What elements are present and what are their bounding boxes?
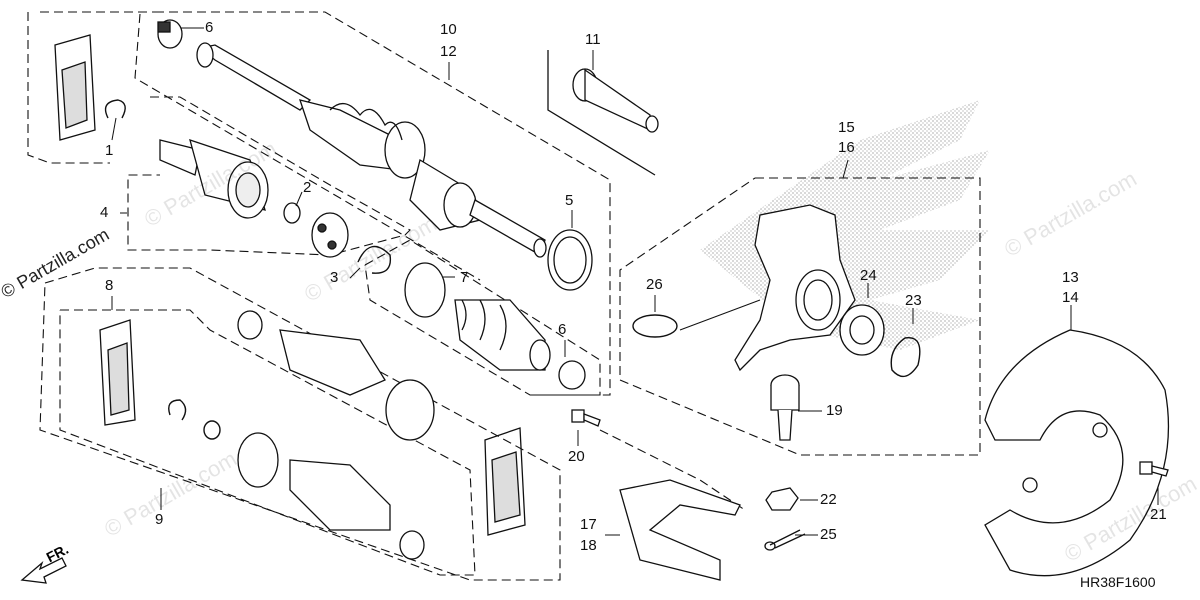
box-11-outline bbox=[547, 50, 656, 176]
ball-joint-19 bbox=[770, 374, 800, 441]
callout-16: 16 bbox=[838, 139, 855, 156]
bolt-20 bbox=[571, 409, 601, 427]
callout-8: 8 bbox=[105, 277, 114, 294]
circlip-1 bbox=[104, 99, 126, 119]
callout-14: 14 bbox=[1062, 289, 1079, 306]
cotter-pin-25 bbox=[764, 529, 806, 551]
callout-6-right: 6 bbox=[558, 321, 567, 338]
boots-9 bbox=[237, 310, 435, 560]
callout-1: 1 bbox=[105, 142, 114, 159]
nut-22 bbox=[765, 487, 799, 511]
leader-lines bbox=[111, 27, 1159, 536]
callout-21: 21 bbox=[1150, 506, 1167, 523]
disc-cover-13-14 bbox=[984, 329, 1170, 577]
inner-joint-4 bbox=[159, 138, 269, 219]
front-direction-arrow bbox=[20, 557, 67, 584]
circlip-23 bbox=[890, 337, 921, 378]
callout-22: 22 bbox=[820, 491, 837, 508]
circlip-26 bbox=[632, 314, 678, 338]
callout-7: 7 bbox=[460, 269, 469, 286]
callout-20: 20 bbox=[568, 448, 585, 465]
callout-10: 10 bbox=[440, 21, 457, 38]
clamp-band-6-top bbox=[157, 19, 183, 49]
callout-25: 25 bbox=[820, 526, 837, 543]
callout-2: 2 bbox=[303, 179, 312, 196]
bolt-21 bbox=[1139, 461, 1169, 477]
instruction-card-top bbox=[54, 34, 96, 141]
callout-24: 24 bbox=[860, 267, 877, 284]
callout-5: 5 bbox=[565, 192, 574, 209]
callout-15: 15 bbox=[838, 119, 855, 136]
callout-17: 17 bbox=[580, 516, 597, 533]
knuckle-15-16 bbox=[734, 204, 856, 372]
boot-7 bbox=[404, 262, 551, 371]
drive-shaft-10-12 bbox=[196, 42, 547, 258]
callout-23: 23 bbox=[905, 292, 922, 309]
callout-19: 19 bbox=[826, 402, 843, 419]
stub-shaft-11 bbox=[572, 68, 659, 133]
group-outlines bbox=[27, 11, 981, 581]
bearing-24 bbox=[839, 304, 885, 356]
callout-6-top: 6 bbox=[205, 19, 214, 36]
snap-ring-2 bbox=[283, 202, 301, 224]
instruction-card-9 bbox=[484, 427, 526, 536]
callout-11: 11 bbox=[585, 31, 601, 48]
instruction-card-8 bbox=[99, 319, 136, 426]
snap-ring-3 bbox=[357, 245, 392, 274]
circlip-9 bbox=[168, 399, 221, 440]
callout-4: 4 bbox=[100, 204, 109, 221]
callout-13: 13 bbox=[1062, 269, 1079, 286]
callout-26: 26 bbox=[646, 276, 663, 293]
callout-3: 3 bbox=[330, 269, 339, 286]
boot-band-5 bbox=[547, 229, 593, 291]
bearing-cage bbox=[311, 212, 349, 258]
callout-18: 18 bbox=[580, 537, 597, 554]
diagram-code: HR38F1600 bbox=[1080, 574, 1156, 590]
callout-12: 12 bbox=[440, 43, 457, 60]
bracket-17-18 bbox=[619, 479, 741, 581]
callout-9: 9 bbox=[155, 511, 164, 528]
clamp-band-6-right bbox=[558, 360, 586, 390]
